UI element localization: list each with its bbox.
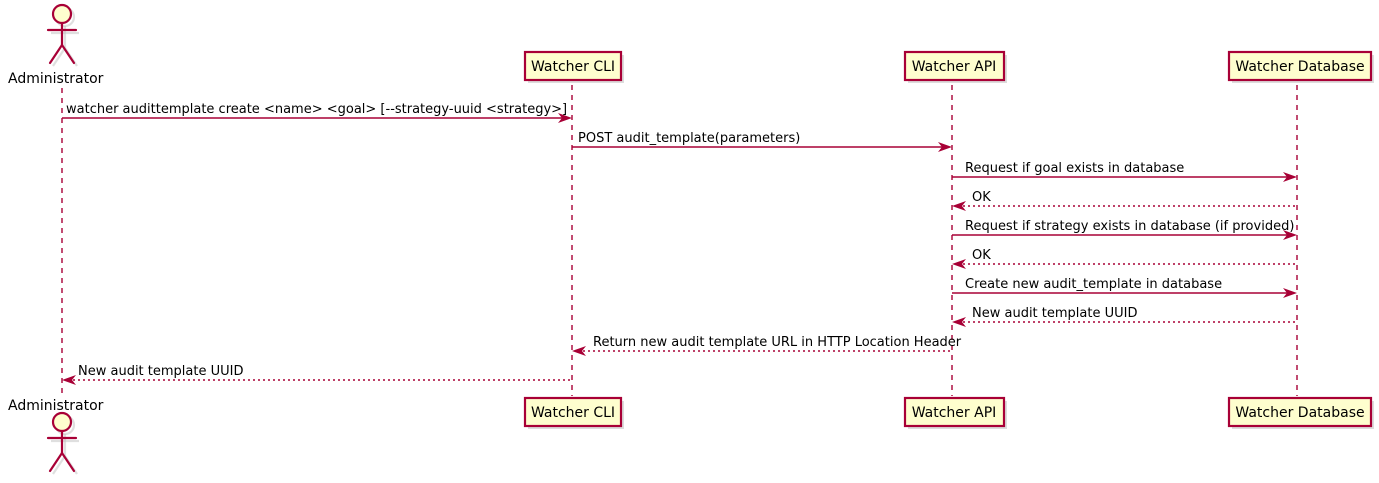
- message-6-arrowhead: [952, 259, 966, 269]
- actor-leg-left: [48, 451, 64, 473]
- actor-leg-right: [60, 43, 76, 65]
- box-body: [1227, 50, 1373, 82]
- actor-label-administrator-top: Administrator: [8, 71, 104, 87]
- message-5-label: Request if strategy exists in database (…: [965, 219, 1294, 234]
- box-body: [523, 396, 623, 428]
- participant-box-watcher-database-top[interactable]: Watcher Database: [1227, 50, 1374, 83]
- message-5-arrowhead: [1283, 230, 1297, 240]
- message-7-arrowhead: [1283, 288, 1297, 298]
- message-8-arrowhead: [952, 317, 966, 327]
- participant-label-watcher-cli-top: Watcher CLI: [531, 59, 615, 75]
- box-body: [523, 50, 623, 82]
- message-3[interactable]: Request if goal exists in database: [952, 161, 1297, 182]
- participant-box-watcher-api-bottom[interactable]: Watcher API: [903, 396, 1007, 429]
- message-4[interactable]: OK: [952, 190, 1297, 211]
- actor-leg-left: [48, 43, 64, 65]
- message-10[interactable]: New audit template UUID: [62, 364, 572, 385]
- message-1-arrowhead: [558, 113, 572, 123]
- message-2[interactable]: POST audit_template(parameters): [572, 131, 952, 152]
- participant-label-watcher-database-top: Watcher Database: [1235, 59, 1364, 75]
- actor-head-icon: [51, 3, 73, 25]
- message-9-label: Return new audit template URL in HTTP Lo…: [593, 335, 962, 350]
- message-3-arrowhead: [1283, 172, 1297, 182]
- message-7[interactable]: Create new audit_template in database: [952, 277, 1297, 298]
- message-9[interactable]: Return new audit template URL in HTTP Lo…: [572, 335, 962, 356]
- participant-label-watcher-cli-bottom: Watcher CLI: [531, 405, 615, 421]
- message-10-arrowhead: [62, 375, 76, 385]
- actor-head-icon: [51, 411, 73, 433]
- message-2-arrowhead: [938, 142, 952, 152]
- message-6-label: OK: [972, 248, 991, 263]
- message-4-arrowhead: [952, 201, 966, 211]
- message-5[interactable]: Request if strategy exists in database (…: [952, 219, 1297, 240]
- box-body: [1227, 396, 1373, 428]
- participant-label-watcher-api-bottom: Watcher API: [912, 405, 997, 421]
- participant-label-watcher-api-top: Watcher API: [912, 59, 997, 75]
- message-8[interactable]: New audit template UUID: [952, 306, 1297, 327]
- participant-box-watcher-api-top[interactable]: Watcher API: [903, 50, 1007, 83]
- message-1-label: watcher audittemplate create <name> <goa…: [66, 102, 567, 117]
- message-8-label: New audit template UUID: [972, 306, 1137, 321]
- participant-box-watcher-cli-bottom[interactable]: Watcher CLI: [523, 396, 624, 429]
- message-6[interactable]: OK: [952, 248, 1297, 269]
- message-9-arrowhead: [572, 346, 586, 356]
- participant-label-watcher-database-bottom: Watcher Database: [1235, 405, 1364, 421]
- participant-box-watcher-cli-top[interactable]: Watcher CLI: [523, 50, 624, 83]
- box-body: [903, 396, 1006, 428]
- message-2-label: POST audit_template(parameters): [578, 131, 800, 146]
- actor-leg-right: [60, 451, 76, 473]
- message-7-label: Create new audit_template in database: [965, 277, 1222, 292]
- participant-box-watcher-database-bottom[interactable]: Watcher Database: [1227, 396, 1374, 429]
- message-4-label: OK: [972, 190, 991, 205]
- message-1[interactable]: watcher audittemplate create <name> <goa…: [62, 102, 572, 123]
- actor-label-administrator-bottom: Administrator: [8, 398, 104, 414]
- message-10-label: New audit template UUID: [78, 364, 243, 379]
- actor-administrator-bottom[interactable]: Administrator: [8, 398, 104, 475]
- message-3-label: Request if goal exists in database: [965, 161, 1184, 176]
- lifelines: [61, 85, 1298, 396]
- actor-administrator-top[interactable]: Administrator: [8, 3, 104, 87]
- box-body: [903, 50, 1006, 82]
